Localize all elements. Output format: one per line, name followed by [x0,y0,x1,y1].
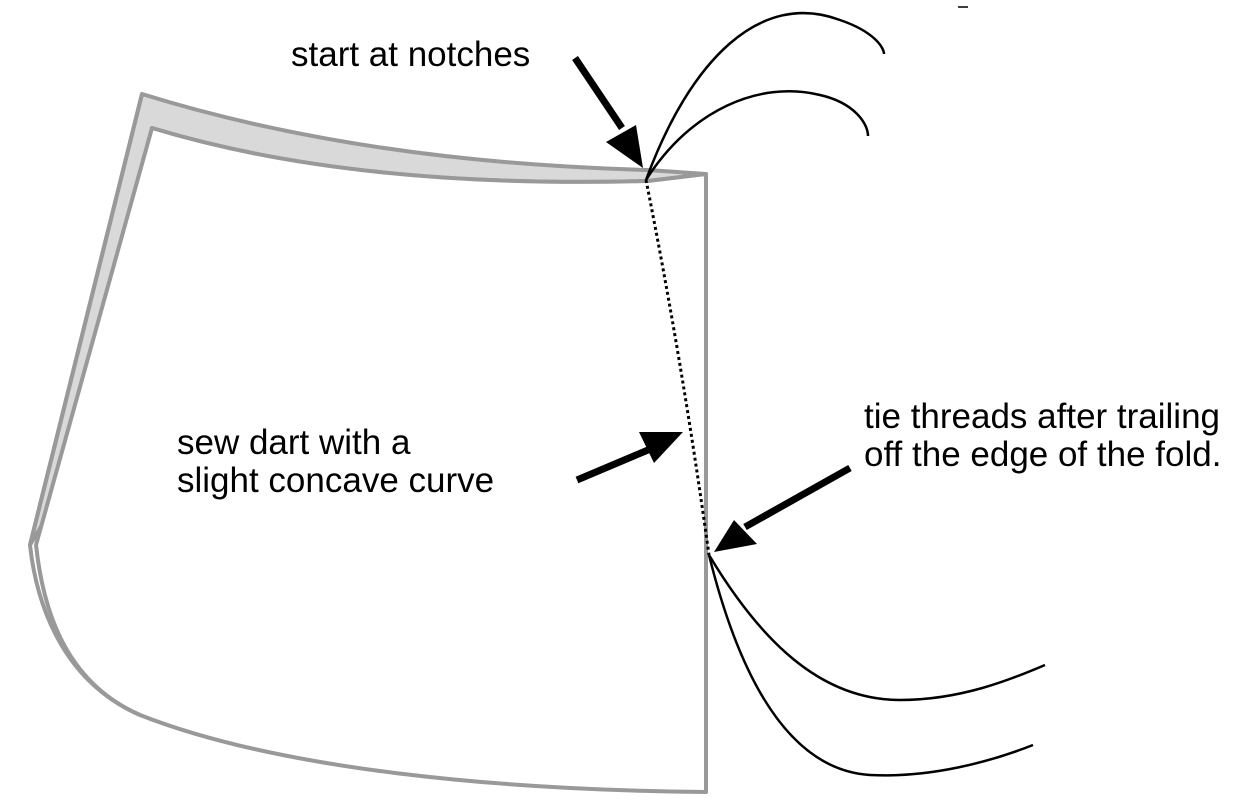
label-start-text: start at notches [291,35,531,74]
label-tie-line-1: tie threads after trailing [864,397,1221,436]
bottom-thread-tail-2 [707,554,1034,777]
label-sew-line-2: slight concave curve [177,461,495,500]
bottom-thread-tail-1 [707,554,1046,702]
top-thread-tail-2 [644,90,870,181]
arrow-start-notches [572,56,643,168]
top-thread-tail-1 [644,11,886,181]
fabric-left-edge [28,93,144,717]
label-tie-line-2: off the edge of the fold. [864,435,1222,474]
arrow-tie-threads [714,464,852,552]
label-start-at-notches: start at notches [291,36,530,74]
label-tie-threads: tie threads after trailing off the edge … [864,398,1221,474]
label-sew-line-1: sew dart with a [177,423,411,462]
label-sew-dart: sew dart with a slight concave curve [177,424,494,500]
dart-stitch-line [644,179,711,556]
arrow-sew-dart [575,432,683,484]
